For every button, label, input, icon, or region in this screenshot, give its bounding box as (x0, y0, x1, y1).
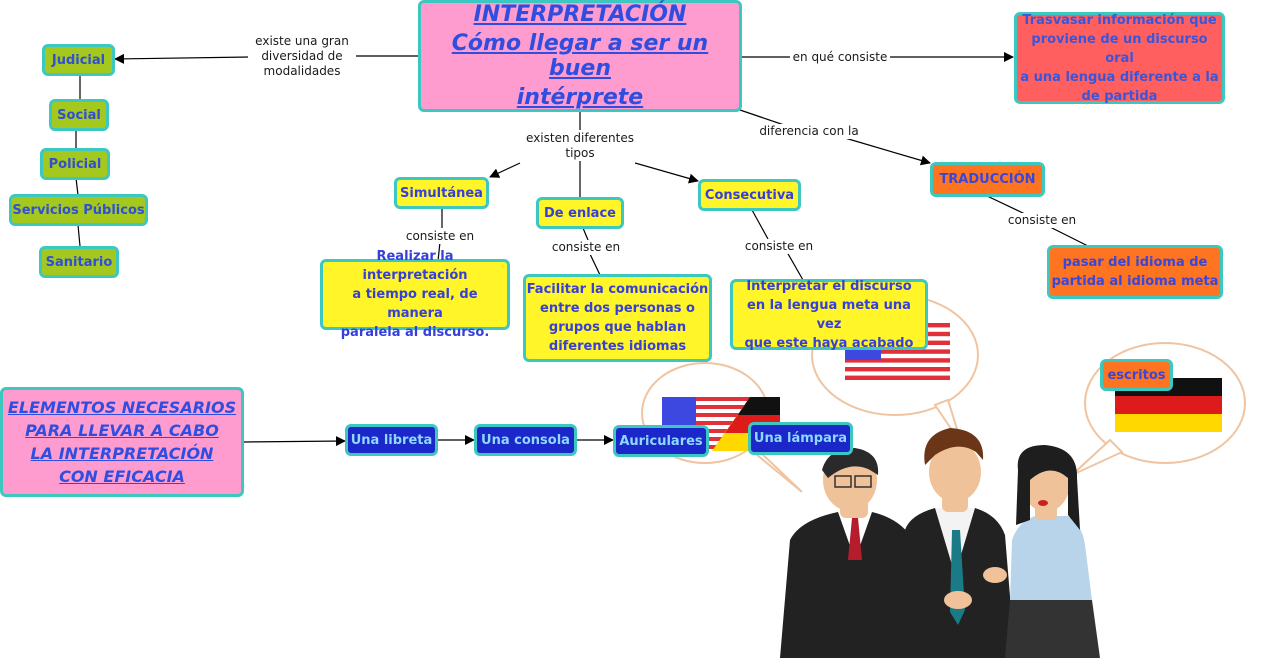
edge-label-line: modalidades (263, 64, 341, 78)
desc-line: que este haya acabado (744, 335, 914, 351)
desc-line: grupos que hablan (548, 320, 687, 335)
modality-policial[interactable]: Policial (40, 148, 110, 180)
main-title-line2: Cómo llegar a ser un buen (451, 31, 709, 81)
element-label: Una libreta (350, 432, 433, 448)
desc-line: Interpretar el discurso (746, 278, 912, 294)
elements-title-line: CON EFICACIA (59, 467, 185, 486)
type-consecutiva[interactable]: Consecutiva (698, 179, 801, 211)
edge-label-en-que-consiste: en qué consiste (790, 50, 890, 65)
desc-line: Realizar la interpretación (362, 249, 468, 283)
element-escritos[interactable]: escritos (1100, 359, 1173, 391)
elements-title-line: LA INTERPRETACIÓN (30, 444, 214, 463)
element-consola[interactable]: Una consola (474, 424, 577, 456)
desc-line: diferentes idiomas (548, 339, 687, 354)
definition-node[interactable]: Trasvasar información que proviene de un… (1014, 12, 1225, 104)
desc-line: entre dos personas o (540, 301, 695, 316)
edge-label-consiste-en-simultanea: consiste en (403, 229, 477, 244)
edge-label-diferencia: diferencia con la (756, 124, 862, 139)
modality-label: Social (57, 107, 101, 123)
elements-title-line: PARA LLEVAR A CABO (25, 421, 219, 440)
type-label: De enlace (544, 205, 616, 221)
element-auriculares[interactable]: Auriculares (613, 425, 709, 457)
edge-label-line: existe una gran (255, 34, 349, 48)
element-libreta[interactable]: Una libreta (345, 424, 438, 456)
modality-social[interactable]: Social (49, 99, 109, 131)
modality-label: Judicial (51, 52, 106, 68)
modality-sanitario[interactable]: Sanitario (39, 246, 119, 278)
edge-label-existen: existen diferentes tipos (520, 131, 640, 161)
type-label: Consecutiva (704, 187, 795, 203)
element-lampara[interactable]: Una lámpara (748, 422, 853, 455)
desc-line: a tiempo real, de manera (352, 287, 478, 321)
type-label: Simultánea (400, 185, 483, 201)
traduccion-desc[interactable]: pasar del idioma de partida al idioma me… (1047, 245, 1223, 299)
traduccion-label: TRADUCCIÓN (939, 172, 1036, 187)
german-flag-icon (1115, 378, 1222, 432)
element-label: Auriculares (619, 433, 703, 449)
element-label: Una consola (481, 432, 570, 448)
elements-title-line: ELEMENTOS NECESARIOS (7, 398, 237, 417)
element-label: Una lámpara (753, 431, 848, 446)
edge-label-line: tipos (565, 146, 595, 160)
edge-label-line: existen diferentes (526, 131, 634, 145)
desc-line: Facilitar la comunicación (526, 282, 709, 297)
definition-line: a una lengua diferente a la (1020, 69, 1219, 85)
traduccion-desc-line: pasar del idioma de (1062, 255, 1208, 270)
modality-judicial[interactable]: Judicial (42, 44, 115, 76)
traduccion-desc-line: partida al idioma meta (1051, 274, 1219, 289)
modality-label: Policial (48, 156, 102, 172)
desc-de-enlace[interactable]: Facilitar la comunicación entre dos pers… (523, 274, 712, 362)
edge-label-consiste-en-consecutiva: consiste en (742, 239, 816, 254)
main-title-node[interactable]: INTERPRETACIÓN Cómo llegar a ser un buen… (418, 0, 742, 112)
desc-simultanea[interactable]: Realizar la interpretación a tiempo real… (320, 249, 510, 340)
desc-consecutiva[interactable]: Interpretar el discurso en la lengua met… (730, 278, 928, 351)
definition-line: Trasvasar información que (1022, 12, 1217, 28)
modality-label: Servicios Públicos (12, 202, 145, 218)
edge-label-consiste-en-traduccion: consiste en (1005, 213, 1079, 228)
type-de-enlace[interactable]: De enlace (536, 197, 624, 229)
desc-line: paralela al discurso. (340, 325, 490, 340)
business-people-illustration (780, 428, 1100, 658)
modality-label: Sanitario (45, 254, 113, 270)
element-label: escritos (1107, 367, 1166, 383)
edge-label-line: diversidad de (261, 49, 343, 63)
edge-label-diversidad: existe una gran diversidad de modalidade… (248, 34, 356, 79)
edge-label-consiste-en-enlace: consiste en (549, 240, 623, 255)
desc-line: en la lengua meta una vez (747, 297, 911, 332)
modality-servicios-publicos[interactable]: Servicios Públicos (9, 194, 148, 226)
traduccion-node[interactable]: TRADUCCIÓN (930, 162, 1045, 197)
main-title-line1: INTERPRETACIÓN (473, 2, 687, 27)
elements-title-node[interactable]: ELEMENTOS NECESARIOS PARA LLEVAR A CABO … (0, 387, 244, 497)
type-simultanea[interactable]: Simultánea (394, 177, 489, 209)
main-title-line3: intérprete (516, 85, 644, 110)
definition-line: de partida (1081, 88, 1158, 104)
definition-line: proviene de un discurso oral (1031, 31, 1208, 66)
